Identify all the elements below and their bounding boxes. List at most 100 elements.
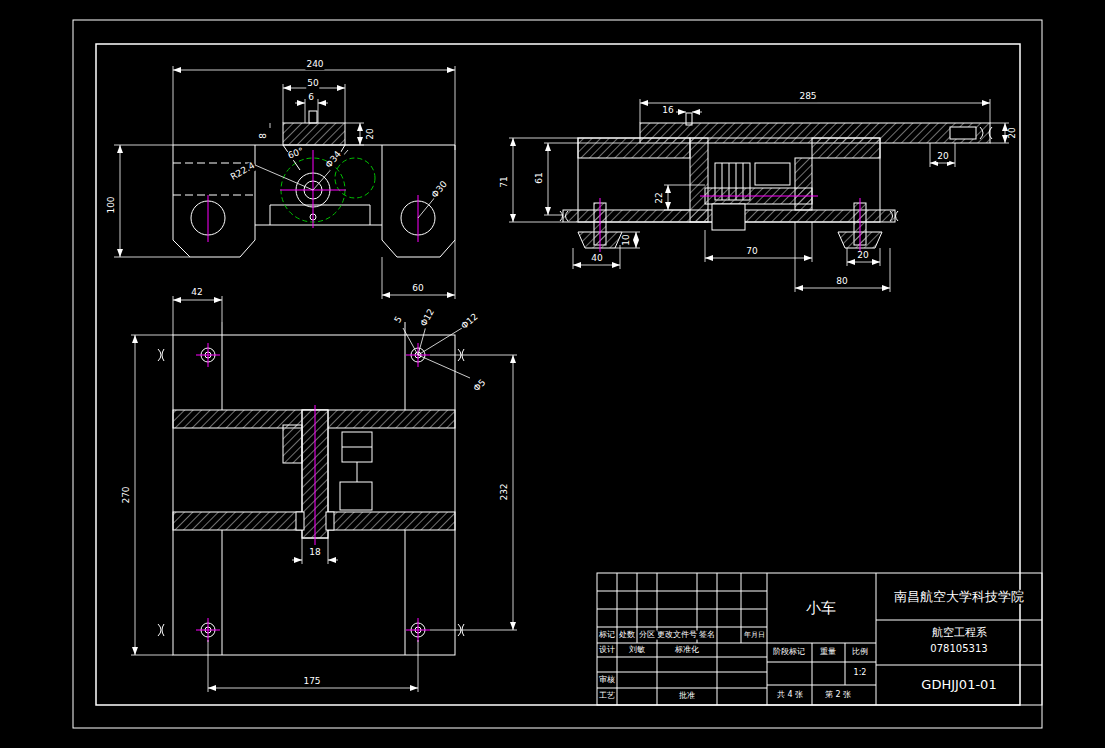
- drawing-stroke: [222, 322, 405, 655]
- drawing-stroke: [600, 198, 860, 252]
- drawing-stroke: [114, 145, 190, 257]
- title-block-text: 签名: [698, 631, 716, 640]
- title-block-text: 批准: [678, 692, 696, 701]
- drawing-stroke: [767, 573, 876, 705]
- dimension-label: 20: [936, 152, 949, 162]
- dimension-label: 6: [307, 93, 315, 103]
- dimension-label: 8: [259, 132, 269, 140]
- title-block-text: 小车: [805, 600, 837, 617]
- drawing-stroke: [847, 248, 880, 266]
- drawing-stroke: [664, 185, 705, 210]
- drawing-stroke: [847, 262, 880, 263]
- drawing-stroke: [795, 222, 890, 292]
- drawing-stroke: [690, 138, 708, 222]
- drawing-stroke: [360, 123, 361, 145]
- dimension-lines: [114, 66, 455, 299]
- drawing-stroke: [173, 335, 455, 655]
- title-block-text: 设计: [598, 646, 616, 655]
- drawing-stroke: [318, 103, 328, 104]
- dimension-label: 5: [393, 314, 405, 326]
- drawing-stroke: [328, 560, 338, 561]
- dimension-label: 70: [745, 247, 758, 257]
- dimension-label: 42: [190, 288, 203, 298]
- dimension-label: 40: [590, 254, 603, 264]
- drawing-stroke: [876, 620, 1042, 665]
- drawing-stroke: [270, 123, 271, 128]
- title-block-text: 更改文件号: [656, 631, 698, 640]
- title-block-text: 年月日: [743, 631, 766, 639]
- title-block: [597, 573, 1042, 705]
- drawing-stroke: [208, 150, 418, 242]
- drawing-stroke: [700, 196, 818, 197]
- drawing-stroke: [340, 482, 372, 510]
- drawing-stroke: [403, 326, 470, 378]
- dimension-label: 60: [411, 284, 424, 294]
- drawing-stroke: [309, 111, 317, 123]
- drawing-stroke: [255, 150, 445, 218]
- drawing-stroke: [548, 143, 549, 215]
- drawing-stroke: [712, 204, 745, 230]
- drawing-stroke: [573, 265, 620, 266]
- drawing-stroke: [135, 335, 136, 655]
- drawing-stroke: [255, 145, 382, 225]
- drawing-stroke: [315, 405, 316, 545]
- drawing-stroke: [382, 240, 455, 299]
- drawing-stroke: [208, 688, 418, 689]
- title-block-text: 南昌航空大学科技学院: [893, 590, 1025, 604]
- drawing-stroke: [615, 232, 640, 248]
- title-block-text: 重量: [819, 648, 837, 657]
- title-block-text: 工艺: [598, 692, 616, 701]
- drawing-stroke: [573, 245, 620, 269]
- drawing-stroke: [668, 185, 669, 210]
- drawing-stroke: [950, 127, 976, 139]
- dimension-label: Φ5: [471, 377, 488, 394]
- drawing-stroke: [173, 145, 255, 257]
- drawing-stroke: [173, 296, 222, 335]
- title-block-text: 处数: [618, 631, 636, 640]
- title-block-text: 比例: [851, 648, 869, 657]
- drawing-stroke: [597, 573, 1042, 705]
- drawing-stroke: [640, 99, 990, 123]
- dimension-label: 285: [798, 92, 817, 102]
- drawing-stroke: [676, 112, 686, 113]
- dimension-label: 18: [308, 548, 321, 558]
- dimension-label: Φ30: [430, 179, 451, 201]
- front-view: [173, 111, 455, 257]
- dimension-label: Φ12: [419, 307, 438, 330]
- drawing-stroke: [513, 355, 514, 630]
- dimension-lines: [509, 99, 1009, 292]
- dimension-lines: [131, 296, 517, 692]
- dimension-label: 80: [835, 277, 848, 287]
- dimension-label: Φ34: [324, 149, 345, 171]
- title-block-text: 航空工程系: [931, 627, 988, 639]
- drawing-stroke: [296, 512, 304, 530]
- dimension-label: 10: [622, 233, 632, 246]
- drawing-stroke: [636, 232, 637, 248]
- title-block-text: 标记: [598, 631, 616, 640]
- dimension-label: 20: [366, 127, 376, 140]
- title-block-text: GDHJJ01-01: [920, 678, 997, 692]
- dimension-label: Φ12: [459, 312, 481, 333]
- drawing-stroke: [705, 258, 812, 259]
- dimension-label: 22: [655, 191, 665, 204]
- drawing-stroke: [120, 145, 121, 257]
- title-block-text: 阶段标记: [772, 648, 806, 657]
- drawing-stroke: [812, 138, 880, 158]
- dimension-label: 16: [661, 106, 674, 116]
- drawing-stroke: [326, 512, 334, 530]
- drawing-stroke: [767, 643, 876, 685]
- sheet-frame: [73, 20, 1042, 728]
- drawing-stroke: [686, 113, 692, 125]
- drawing-stroke: [131, 335, 173, 655]
- title-block-text: 分区: [638, 631, 656, 640]
- title-block-text: 078105313: [929, 643, 988, 654]
- drawing-stroke: [335, 158, 375, 198]
- drawing-stroke: [196, 343, 430, 642]
- drawing-stroke: [1005, 123, 1006, 143]
- drawing-stroke: [513, 138, 514, 222]
- drawing-stroke: [705, 222, 812, 262]
- drawing-stroke: [980, 127, 992, 139]
- drawing-stroke: [640, 103, 990, 104]
- dimension-label: 71: [500, 175, 510, 188]
